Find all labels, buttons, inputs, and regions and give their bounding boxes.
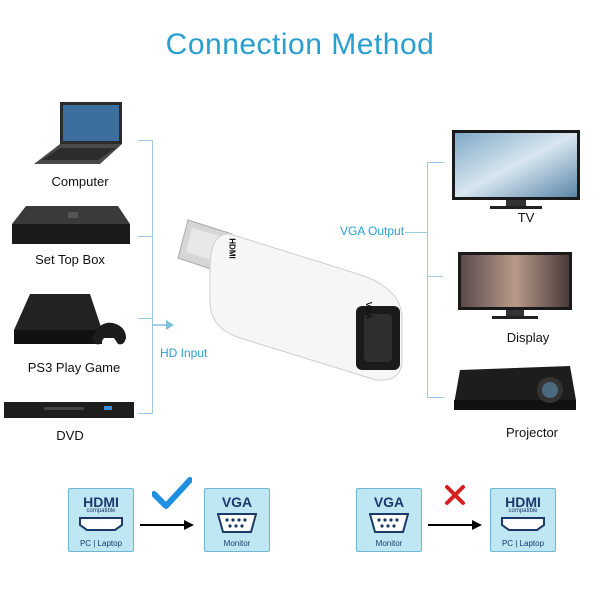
card-caption: PC | Laptop [79,539,123,548]
device-label-dvd: DVD [56,428,84,443]
vga-monitor-card: VGA Monitor [356,488,422,552]
device-label-ps3: PS3 Play Game [27,360,121,375]
dvd-player-icon [4,400,136,422]
card-title: HDMI [83,494,119,510]
cross-icon [444,484,466,506]
device-label-projector: Projector [505,425,559,440]
hdmi-port-icon [79,517,123,531]
adapter-hdmi-text: HDMI [227,238,237,259]
bracket-tick [427,276,443,277]
hdmi-source-card: HDMI compatible PC | Laptop [490,488,556,552]
arrow-right-icon [428,518,482,530]
card-caption: Monitor [375,539,403,548]
game-console-icon [10,290,135,355]
hd-input-label: HD Input [160,346,208,360]
card-title: VGA [221,494,253,510]
monitor-icon [456,250,574,322]
hdmi-port-icon [501,517,545,531]
output-bracket [427,162,444,398]
device-label-display: Display [506,330,550,345]
card-title: HDMI [505,494,541,510]
card-caption: PC | Laptop [501,539,545,548]
check-icon [151,476,193,510]
card-subtitle: compatible [86,508,116,514]
arrow-right-icon [140,518,194,530]
arrow-right-icon [152,318,174,330]
card-caption: Monitor [223,539,251,548]
vga-monitor-card: VGA Monitor [204,488,270,552]
tv-icon [450,128,582,210]
device-label-set-top-box: Set Top Box [35,252,105,267]
bracket-tick [138,318,152,319]
device-label-tv: TV [517,210,535,225]
vga-output-label: VGA Output [340,224,405,238]
laptop-icon [30,100,130,170]
device-label-computer: Computer [51,174,109,189]
projector-icon [450,360,578,418]
bracket-tick [138,236,152,237]
card-subtitle: compatible [508,508,538,514]
vga-port-icon [216,513,258,533]
page-title: Connection Method [165,28,435,61]
card-title: VGA [373,494,405,510]
hdmi-source-card: HDMI compatible PC | Laptop [68,488,134,552]
output-connector [405,232,427,233]
adapter-image [170,210,420,390]
adapter-vga-text: VGA [364,301,374,320]
set-top-box-icon [8,200,132,250]
vga-port-icon [368,513,410,533]
input-bracket [138,140,153,414]
